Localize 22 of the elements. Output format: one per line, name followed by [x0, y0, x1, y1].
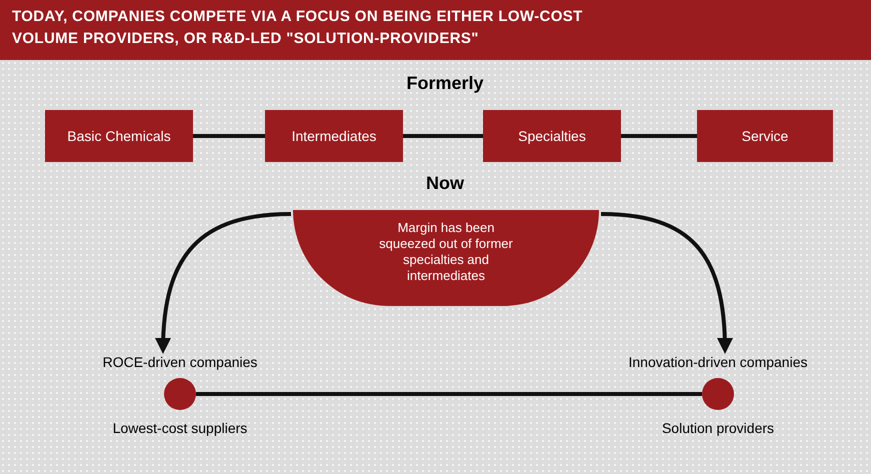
- section-heading: Formerly: [406, 72, 484, 94]
- title: TODAY, COMPANIES COMPETE VIA A FOCUS ON BEING EITHER LOW-COST VOLUME PROVIDERS, OR R&D-LED "SOLUTION-PROVIDERS": [12, 7, 584, 49]
- connector-line: [196, 392, 702, 396]
- node-caption: Solution providers: [662, 419, 774, 438]
- stage-box: [483, 110, 621, 162]
- curved-arrow: [155, 212, 292, 354]
- stage-box: [697, 110, 833, 162]
- curved-arrow: [600, 212, 733, 354]
- stage-box: [45, 110, 193, 162]
- stage-label: Intermediates: [292, 127, 376, 145]
- section-heading: Now: [426, 172, 464, 194]
- connector-line: [403, 134, 483, 138]
- stage-box: [265, 110, 403, 162]
- connector-line: [621, 134, 697, 138]
- connector-line: [193, 134, 265, 138]
- node-caption: Lowest-cost suppliers: [112, 419, 248, 438]
- node-caption: Innovation-driven companies: [628, 353, 808, 372]
- note-text: Margin has been squeezed out of former specialties and intermediates: [378, 220, 514, 284]
- node-caption: ROCE-driven companies: [102, 353, 258, 372]
- stage-label: Specialties: [518, 127, 586, 145]
- stage-label: Basic Chemicals: [67, 127, 171, 145]
- stage-label: Service: [742, 127, 788, 145]
